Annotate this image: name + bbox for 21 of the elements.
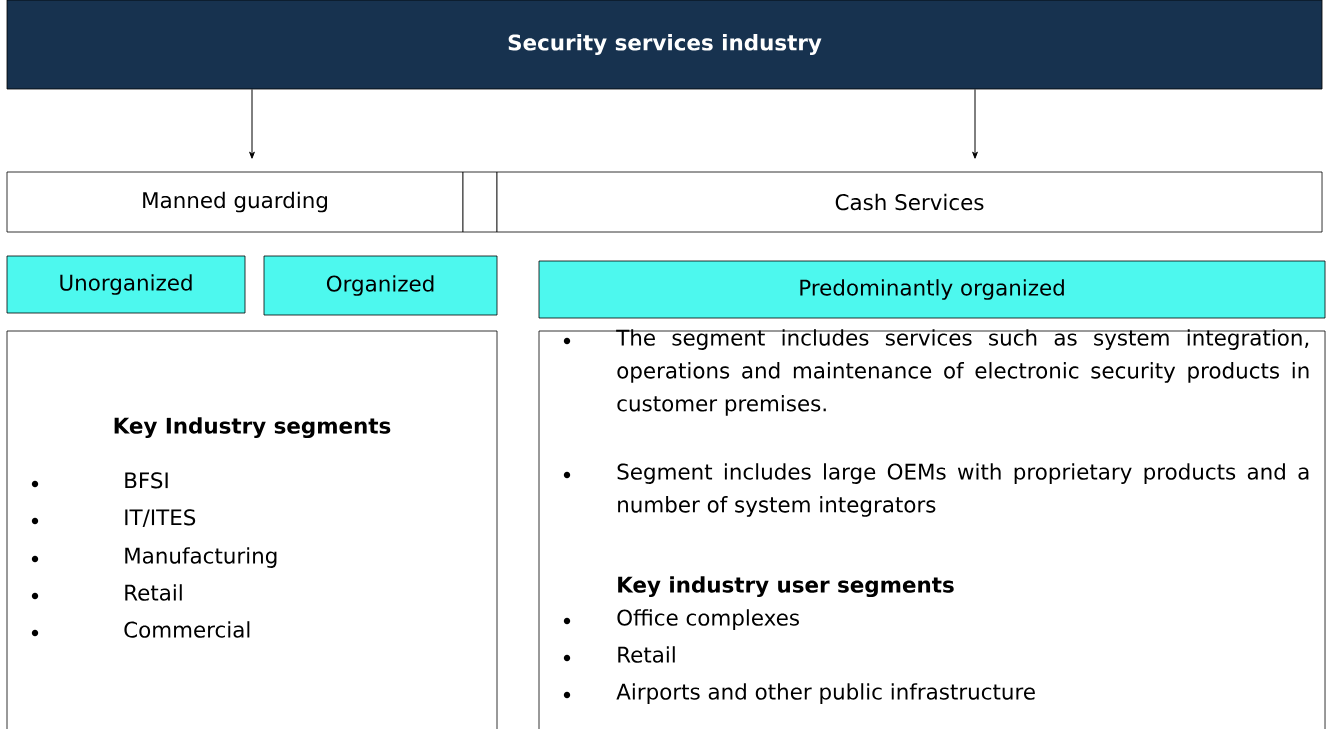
arrow: [249, 88, 255, 159]
list-item: Retail: [618, 646, 675, 663]
list-item: Manufacturing: [125, 547, 277, 568]
title-bar: Security services industry: [6, 0, 1323, 90]
segment-box: Unorganized: [6, 255, 246, 314]
spacer-box: [462, 171, 498, 233]
content-panel: [538, 329, 1326, 729]
segment-box: Organized: [263, 255, 498, 316]
bullet-paragraph: The segment includes services such as system integration, operations and maintenance of electronic security products in customer premises.: [616, 329, 1309, 416]
list-item: Airports and other public infrastructure: [616, 683, 1035, 704]
list-item: Office complexes: [617, 609, 799, 630]
content-panel: [6, 330, 498, 729]
list-item: IT/ITES: [125, 509, 196, 528]
list-item: Retail: [125, 584, 182, 601]
list-item: BFSI: [125, 472, 168, 489]
arrow: [972, 88, 978, 159]
panel-heading: Key industry user segments: [618, 576, 954, 598]
bullet-paragraph: Segment includes large OEMs with proprietary products and a number of system integrators: [617, 463, 1309, 517]
segment-box: Predominantly organized: [538, 260, 1326, 319]
panel-heading: Key Industry segments: [114, 417, 391, 439]
list-item: Commercial: [124, 621, 250, 638]
